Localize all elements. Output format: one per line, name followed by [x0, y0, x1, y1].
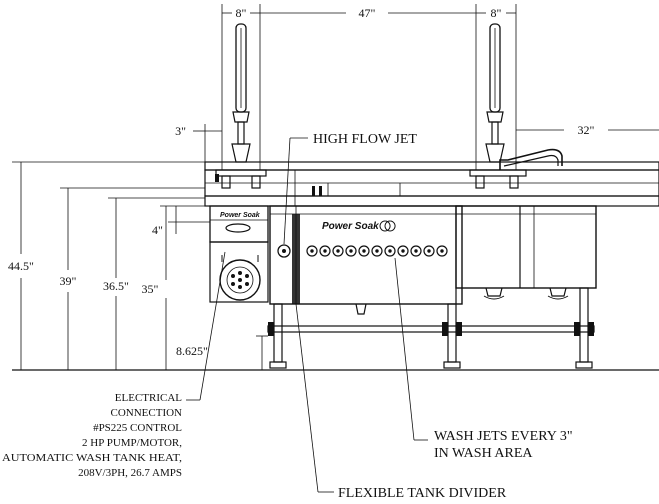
control-box: Power Soak — [209, 205, 269, 243]
label-wash-jets-line2: IN WASH AREA — [434, 446, 533, 461]
dim-left-offset: 3" — [175, 124, 186, 138]
note-line-5: AUTOMATIC WASH TANK HEAT, — [2, 452, 182, 464]
rinse-sinks — [455, 205, 597, 300]
wash-tank: Power Soak — [269, 205, 463, 315]
top-dimensions: 8" 47" 8" 3" 32" — [175, 4, 659, 170]
pump-motor — [209, 241, 269, 303]
label-wash-jets-line1: WASH JETS EVERY 3" — [434, 429, 573, 444]
label-high-flow-jet: HIGH FLOW JET — [313, 132, 417, 147]
dim-tank-height: 35" — [142, 282, 159, 296]
wash-jets — [277, 244, 448, 258]
dim-sink-height: 36.5" — [103, 279, 129, 293]
dim-crossbar-height: 8.625" — [176, 344, 208, 358]
tank-brand-label: Power Soak — [322, 221, 379, 232]
high-flow-jet — [277, 244, 291, 258]
dim-left-faucet-spacing: 8" — [236, 6, 247, 20]
label-flexible-divider: FLEXIBLE TANK DIVIDER — [338, 486, 507, 501]
dim-between-faucets: 47" — [359, 6, 376, 20]
control-box-brand-label: Power Soak — [220, 212, 261, 219]
legs-and-crossbar — [267, 287, 595, 369]
note-line-6: 208V/3PH, 26.7 AMPS — [78, 467, 182, 479]
note-line-3: #PS225 CONTROL — [93, 422, 182, 434]
left-dimensions: 44.5" 39" 36.5" 35" 4" 8.625" — [8, 161, 268, 370]
dim-control-box: 4" — [152, 223, 163, 237]
dim-right-faucet-spacing: 8" — [491, 6, 502, 20]
dim-overall-height: 44.5" — [8, 259, 34, 273]
note-line-4: 2 HP PUMP/MOTOR, — [82, 437, 182, 449]
dim-rim-height: 39" — [60, 274, 77, 288]
left-prerinse-faucet — [215, 23, 267, 189]
electrical-note: ELECTRICAL CONNECTION #PS225 CONTROL 2 H… — [2, 392, 182, 479]
callouts: HIGH FLOW JET WASH JETS EVERY 3" IN WASH… — [186, 132, 573, 501]
note-line-1: ELECTRICAL — [115, 392, 182, 404]
countertop — [204, 161, 659, 207]
right-prerinse-faucet — [469, 23, 563, 189]
dim-right-offset: 32" — [578, 123, 595, 137]
note-line-2: CONNECTION — [111, 407, 183, 419]
